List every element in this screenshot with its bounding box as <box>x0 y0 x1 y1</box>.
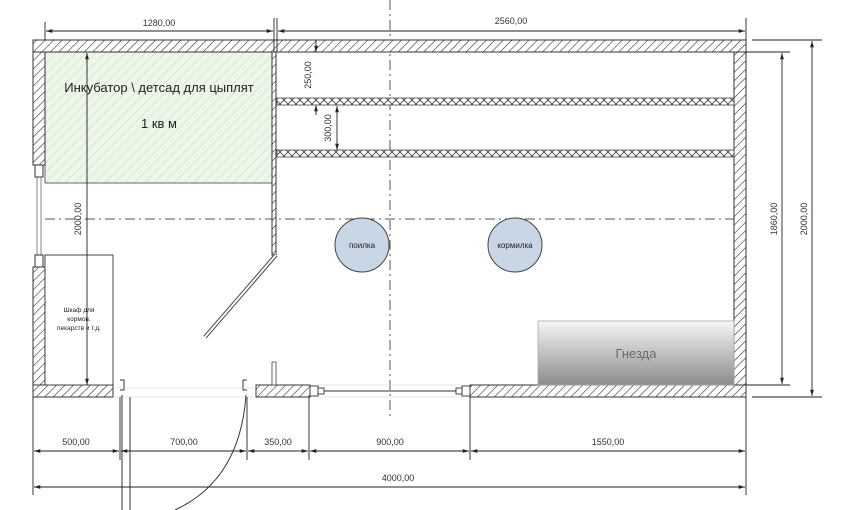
dim-inner-height-right: 1860,00 <box>769 203 779 236</box>
incubator-label: Инкубатор \ детсад для цыплят <box>64 80 254 95</box>
wall-right <box>733 51 747 386</box>
wall-left-upper <box>32 51 46 166</box>
dim-inner-height-left: 2000,00 <box>73 203 83 236</box>
incubator-area: Инкубатор \ детсад для цыплят 1 кв м <box>44 51 275 184</box>
interior-door <box>203 253 278 386</box>
dim-outer-height-right: 2000,00 <box>799 203 809 236</box>
wall-top <box>32 39 747 53</box>
cabinet-label-1: Шкаф для <box>64 307 95 314</box>
nests-label: Гнезда <box>616 346 658 361</box>
wall-left-lower <box>32 266 46 386</box>
incubator-area-label: 1 кв м <box>141 116 177 131</box>
dim-bottom-1: 500,00 <box>62 437 90 447</box>
dim-top-left: 1280,00 <box>143 18 176 28</box>
dim-shelf-gap-top: 250,00 <box>303 61 313 89</box>
bottom-window <box>309 384 471 398</box>
dim-bottom-4: 900,00 <box>376 437 404 447</box>
nests: Гнезда <box>537 320 735 386</box>
cabinet: Шкаф для кормов, пекарств и т.д. <box>44 254 114 386</box>
dimensions <box>32 18 822 495</box>
drinker: поилка <box>334 217 390 273</box>
wall-bottom-mid <box>255 384 311 398</box>
feeder: кормилка <box>487 217 543 273</box>
wall-bottom-right <box>469 384 747 398</box>
dim-bottom-3: 350,00 <box>264 437 292 447</box>
drinker-label: поилка <box>349 241 376 250</box>
window-left-lower <box>34 254 44 268</box>
feeder-label: кормилка <box>497 241 533 250</box>
cabinet-label-3: пекарств и т.д. <box>57 325 101 332</box>
dim-bottom-2: 700,00 <box>170 437 198 447</box>
shelf-perch-1 <box>276 97 735 106</box>
cabinet-label-2: кормов, <box>67 316 91 323</box>
dim-bottom-total: 4000,00 <box>382 473 415 483</box>
dim-bottom-5: 1550,00 <box>592 437 625 447</box>
entrance-door <box>113 379 256 510</box>
shelf-perch-2 <box>276 149 735 158</box>
walls <box>32 39 747 398</box>
partition-wall <box>271 51 277 256</box>
window-left-upper <box>34 164 44 178</box>
dim-shelf-gap-between: 300,00 <box>323 114 333 142</box>
dim-top-right: 2560,00 <box>495 16 528 26</box>
wall-bottom-left <box>32 384 114 398</box>
